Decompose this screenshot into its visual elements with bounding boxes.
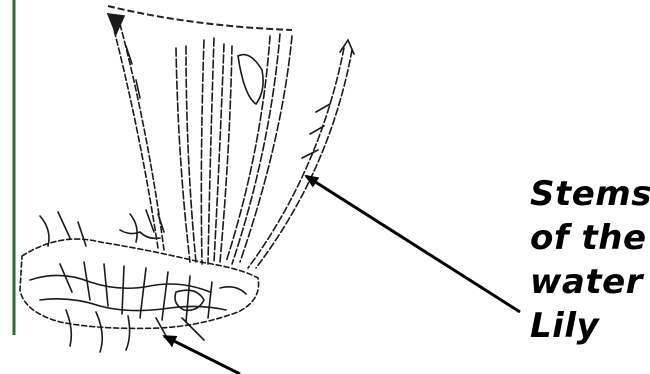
arrow-to-stems [306, 176, 520, 312]
water-surface-line [108, 6, 292, 30]
label-line-2: of the [530, 216, 648, 260]
root-mass [20, 210, 259, 352]
label-line-4: Lily [530, 304, 648, 348]
arrow-to-roots [164, 336, 240, 374]
stems-label: Stems of the water Lily [530, 172, 648, 348]
water-lily-plant-sketch [20, 14, 354, 352]
stem-right-group [226, 34, 354, 268]
label-line-3: water [530, 260, 648, 304]
stem-left [108, 14, 164, 250]
label-line-1: Stems [530, 172, 648, 216]
